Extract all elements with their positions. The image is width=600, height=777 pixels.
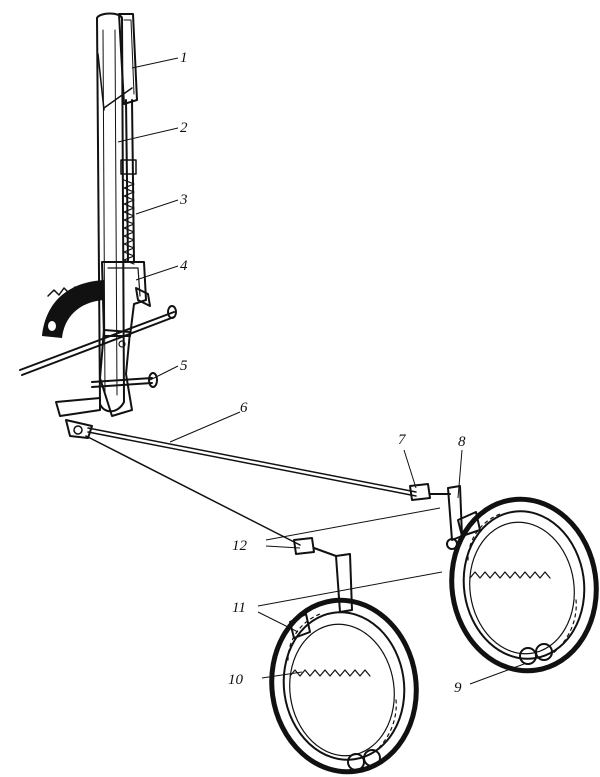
left-shoe-lever	[293, 537, 353, 613]
callout-11: 11	[232, 600, 246, 616]
right-brake-shoes	[449, 496, 599, 674]
leader-lines	[117, 57, 525, 685]
left-brake-shoes	[269, 597, 419, 775]
callout-labels: 1 2 3 4 5 6 7 8 9 10 11 12	[179, 50, 466, 696]
callout-1: 1	[180, 50, 188, 66]
callout-8: 8	[458, 434, 466, 450]
callout-6: 6	[240, 400, 248, 416]
callout-5: 5	[180, 358, 188, 374]
brake-cables	[85, 427, 417, 546]
callout-2: 2	[180, 120, 188, 136]
callout-7: 7	[398, 432, 407, 448]
brake-lever-assembly	[19, 12, 177, 439]
callout-3: 3	[179, 192, 188, 208]
callout-9: 9	[454, 680, 462, 696]
callout-12: 12	[232, 538, 248, 554]
right-shoe-lever	[409, 483, 463, 550]
callout-4: 4	[180, 258, 188, 274]
callout-10: 10	[228, 672, 244, 688]
